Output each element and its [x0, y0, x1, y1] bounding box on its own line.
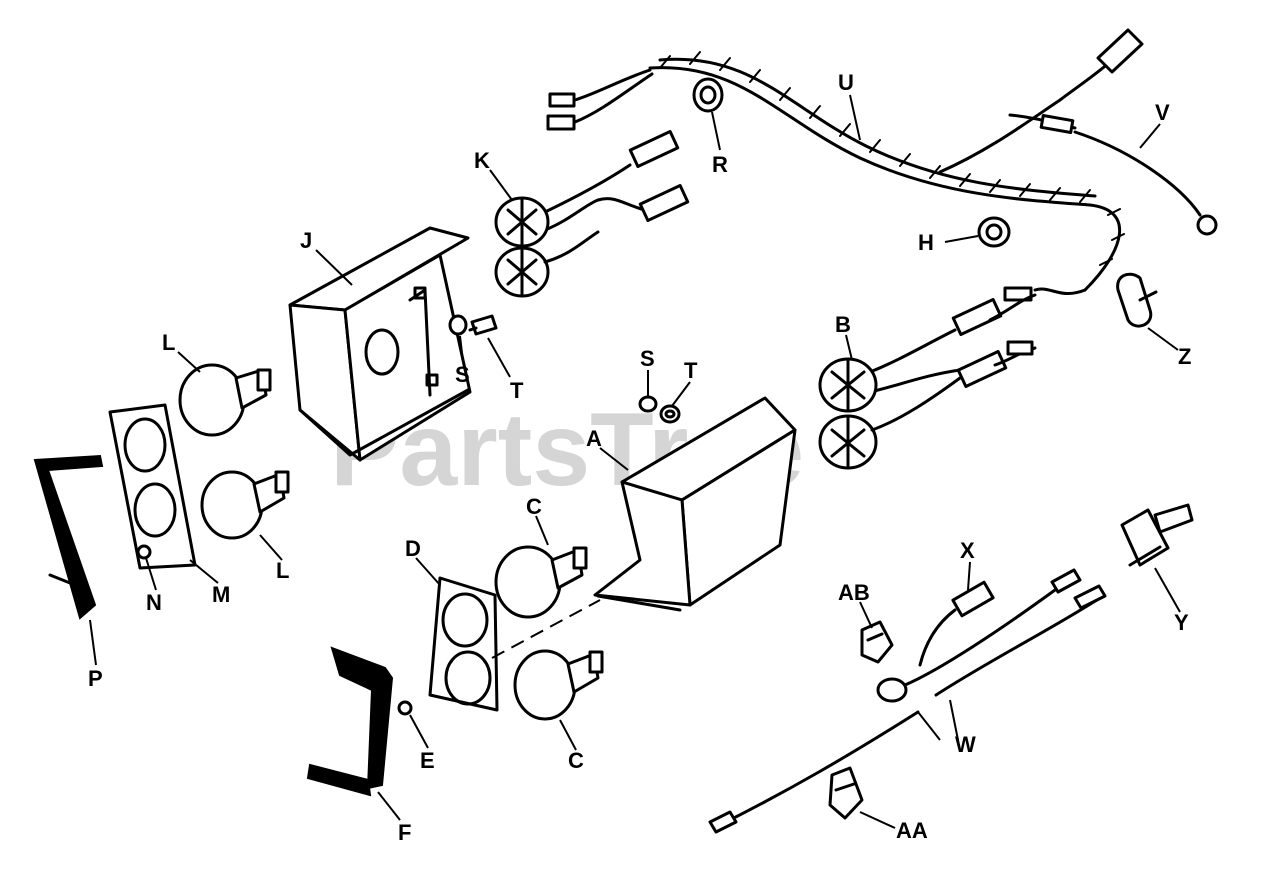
label-l-upper: L [162, 330, 175, 355]
label-e: E [420, 748, 435, 773]
grommet-r [692, 77, 724, 113]
lamp-socket-pair-b [818, 293, 1037, 470]
screw-e [397, 700, 413, 716]
label-l-lower: L [276, 558, 289, 583]
clip-z [1116, 272, 1158, 328]
label-s-upper: S [455, 362, 470, 387]
label-k: K [474, 148, 490, 173]
label-y: Y [1174, 610, 1189, 635]
label-d: D [405, 536, 421, 561]
mounting-plate-d [428, 576, 499, 712]
wire-w [708, 584, 1107, 834]
label-w: W [955, 732, 976, 757]
bolt-t-upper [468, 314, 498, 336]
label-f: F [398, 820, 411, 845]
label-n: N [146, 590, 162, 615]
washer-s-upper [448, 314, 468, 336]
label-c-lower: C [568, 748, 584, 773]
leader-lines [89, 94, 1181, 829]
label-r: R [712, 152, 728, 177]
label-ab: AB [838, 580, 870, 605]
label-m: M [212, 582, 230, 607]
lamp-socket-pair-k [494, 130, 690, 298]
lamp-c-upper [494, 545, 588, 619]
label-c-upper: C [526, 494, 542, 519]
label-b: B [835, 312, 851, 337]
label-p: P [88, 666, 103, 691]
label-u: U [838, 70, 854, 95]
label-aa: AA [896, 818, 928, 843]
grommet-h [977, 216, 1011, 248]
label-t-lower: T [684, 358, 698, 383]
label-a: A [586, 426, 602, 451]
label-s-lower: S [640, 346, 655, 371]
label-z: Z [1178, 344, 1191, 369]
light-bracket-j [288, 226, 472, 462]
lamp-c-lower [513, 649, 604, 721]
clip-aa [828, 766, 864, 820]
label-t-upper: T [510, 378, 524, 403]
mounting-plate-m [108, 403, 197, 570]
toggle-switch-y [1120, 503, 1194, 567]
washer-s-lower [638, 395, 658, 413]
light-housing-a [593, 396, 797, 612]
lamp-l-upper [178, 363, 272, 437]
label-v: V [1155, 100, 1170, 125]
label-x: X [960, 538, 975, 563]
wiring-harness-u [546, 28, 1144, 302]
handle-f [306, 646, 394, 797]
label-h: H [918, 230, 934, 255]
nut-t-lower [659, 404, 681, 424]
clip-ab [860, 620, 894, 664]
screw-n [136, 544, 152, 560]
lamp-l-lower [200, 470, 290, 540]
handle-p [33, 454, 104, 620]
wire-connector-x [876, 568, 1082, 703]
label-j: J [300, 228, 312, 253]
ground-wire-v [1008, 113, 1218, 236]
